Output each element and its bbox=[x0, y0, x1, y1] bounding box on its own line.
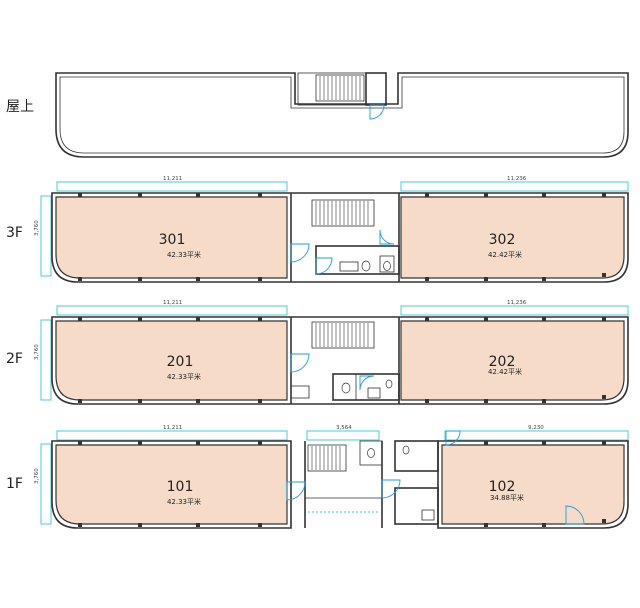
floor-label-roof: 屋上 bbox=[6, 99, 34, 115]
floor-1f: 1F 11,211 3,564 9,230 3,760 101 42.33平米 … bbox=[6, 425, 629, 529]
unit-101[interactable] bbox=[55, 444, 288, 525]
floor-label-3f: 3F bbox=[6, 225, 23, 241]
1f-left-outline bbox=[51, 440, 292, 529]
unit-number-101: 101 bbox=[167, 479, 194, 495]
dim-label-1f-left: 11,211 bbox=[163, 425, 182, 431]
dim-height-label-2f: 3,760 bbox=[34, 344, 40, 360]
dim-height-2f bbox=[40, 319, 52, 401]
unit-number-302: 302 bbox=[489, 232, 516, 248]
1f-right-outline bbox=[437, 440, 629, 529]
floor-3f: 3F 11,211 11,236 3,760 301 42.33平米 302 4… bbox=[6, 176, 629, 283]
2f-outline bbox=[51, 316, 629, 405]
unit-number-202: 202 bbox=[489, 354, 516, 370]
3f-outline bbox=[51, 192, 629, 283]
unit-area-301: 42.33平米 bbox=[167, 250, 201, 259]
dim-label-2f-left: 11,211 bbox=[163, 300, 182, 306]
dim-height-label-1f: 3,760 bbox=[34, 468, 40, 484]
unit-area-202: 42.42平米 bbox=[488, 367, 522, 376]
dim-height-3f bbox=[40, 195, 52, 277]
3f-posts bbox=[78, 193, 606, 281]
unit-302[interactable] bbox=[400, 196, 625, 279]
dim-box-202 bbox=[400, 305, 629, 316]
dim-label-1f-core: 3,564 bbox=[336, 425, 352, 431]
unit-area-302: 42.42平米 bbox=[488, 250, 522, 259]
dim-height-label-3f: 3,760 bbox=[34, 220, 40, 236]
roof-floor: 屋上 bbox=[6, 72, 629, 158]
roof-inner-outline bbox=[59, 76, 625, 154]
dim-label-1f-right: 9,230 bbox=[528, 425, 544, 431]
2f-posts bbox=[78, 317, 606, 403]
unit-area-101: 42.33平米 bbox=[167, 497, 201, 506]
dim-label-2f-right: 11,236 bbox=[507, 300, 527, 306]
roof-stair-core bbox=[297, 72, 387, 120]
2f-core bbox=[289, 317, 400, 404]
dim-box-102 bbox=[444, 430, 629, 441]
unit-area-102: 34.88平米 bbox=[490, 493, 524, 502]
unit-102[interactable] bbox=[441, 444, 625, 525]
3f-core bbox=[289, 193, 400, 282]
dim-box-201 bbox=[56, 305, 288, 316]
roof-outline bbox=[55, 72, 629, 158]
floor-label-1f: 1F bbox=[6, 476, 23, 492]
floor-2f: 2F 11,211 11,236 3,760 201 42.33平米 202 4… bbox=[6, 300, 629, 405]
dim-label-3f-left: 11,211 bbox=[163, 176, 182, 182]
dim-height-1f bbox=[40, 443, 52, 525]
unit-number-201: 201 bbox=[167, 354, 194, 370]
unit-number-301: 301 bbox=[159, 232, 186, 248]
dim-box-101 bbox=[56, 430, 288, 441]
dim-box-core-1f bbox=[306, 430, 380, 441]
unit-202[interactable] bbox=[400, 320, 625, 401]
1f-core bbox=[286, 430, 585, 528]
unit-201[interactable] bbox=[55, 320, 288, 401]
unit-number-102: 102 bbox=[489, 479, 516, 495]
unit-area-201: 42.33平米 bbox=[167, 372, 201, 381]
dim-label-3f-right: 11,236 bbox=[507, 176, 527, 182]
dim-box-302 bbox=[400, 181, 629, 192]
1f-posts bbox=[78, 441, 606, 527]
floor-label-2f: 2F bbox=[6, 351, 23, 367]
unit-301[interactable] bbox=[55, 196, 288, 279]
dim-box-301 bbox=[56, 181, 288, 192]
